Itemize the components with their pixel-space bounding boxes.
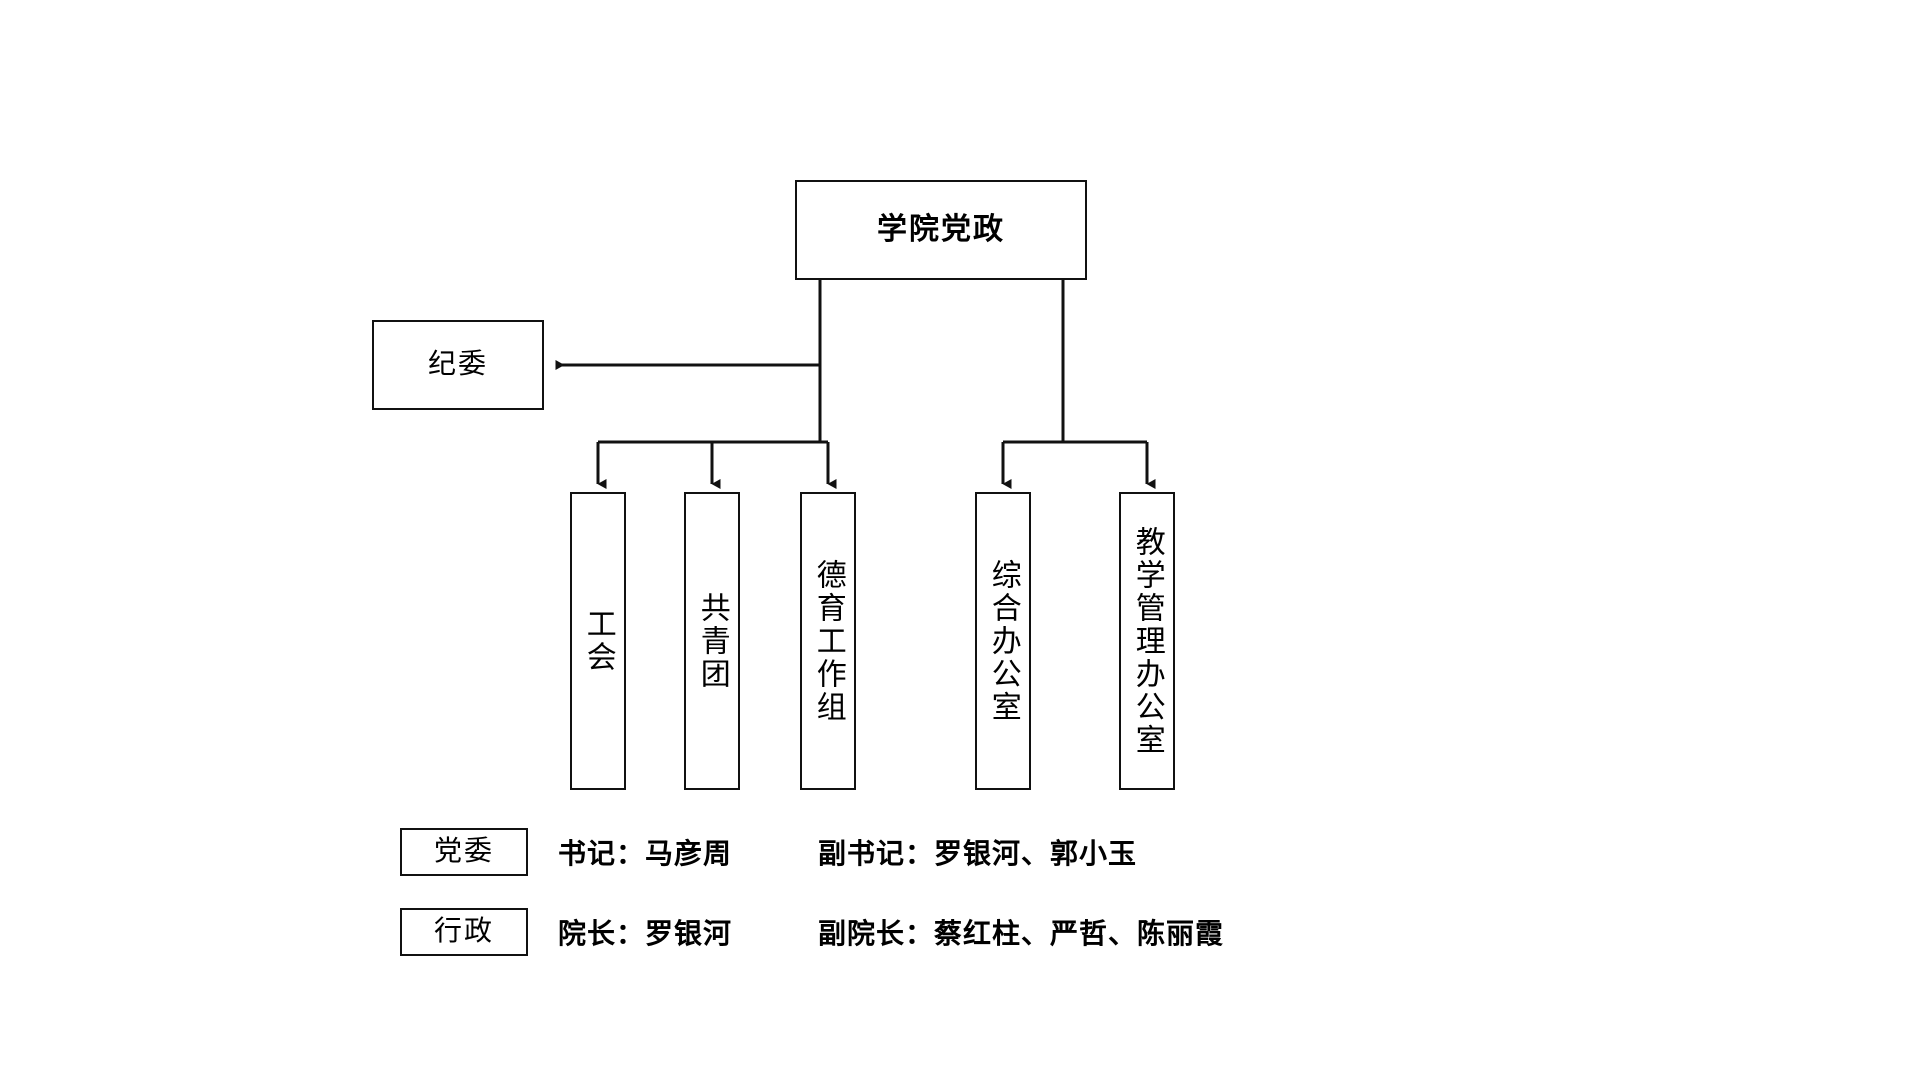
legend-row-administration: 行政 院长：罗银河 副院长：蔡红柱、严哲、陈丽霞 (400, 908, 1224, 956)
node-root-label: 学院党政 (877, 213, 1005, 246)
legend-tag-administration[interactable]: 行政 (400, 908, 528, 956)
node-dept-youth-league[interactable]: 共青团 (684, 492, 740, 790)
node-dept-1-label: 共青团 (695, 591, 729, 691)
legend-tag-party[interactable]: 党委 (400, 828, 528, 876)
node-discipline-committee[interactable]: 纪委 (372, 320, 544, 410)
node-dept-labor-union[interactable]: 工会 (570, 492, 626, 790)
node-dept-0-label: 工会 (581, 608, 615, 674)
node-dept-teaching-management-office[interactable]: 教学管理办公室 (1119, 492, 1175, 790)
node-dept-4-label: 教学管理办公室 (1130, 525, 1164, 757)
node-dept-moral-education-group[interactable]: 德育工作组 (800, 492, 856, 790)
legend-tag-administration-label: 行政 (433, 916, 494, 947)
legend-deputy-deans: 副院长：蔡红柱、严哲、陈丽霞 (818, 919, 1225, 950)
legend-tag-party-label: 党委 (433, 836, 494, 867)
node-root[interactable]: 学院党政 (795, 180, 1087, 280)
node-dept-3-label: 综合办公室 (986, 558, 1020, 724)
legend-party-secretary: 书记：马彦周 (558, 839, 733, 870)
node-dept-general-office[interactable]: 综合办公室 (975, 492, 1031, 790)
node-discipline-committee-label: 纪委 (427, 349, 488, 380)
legend-row-party: 党委 书记：马彦周 副书记：罗银河、郭小玉 (400, 828, 1137, 876)
legend-party-deputy-secretaries: 副书记：罗银河、郭小玉 (818, 839, 1138, 870)
legend-dean: 院长：罗银河 (558, 919, 733, 950)
node-dept-2-label: 德育工作组 (811, 558, 845, 724)
